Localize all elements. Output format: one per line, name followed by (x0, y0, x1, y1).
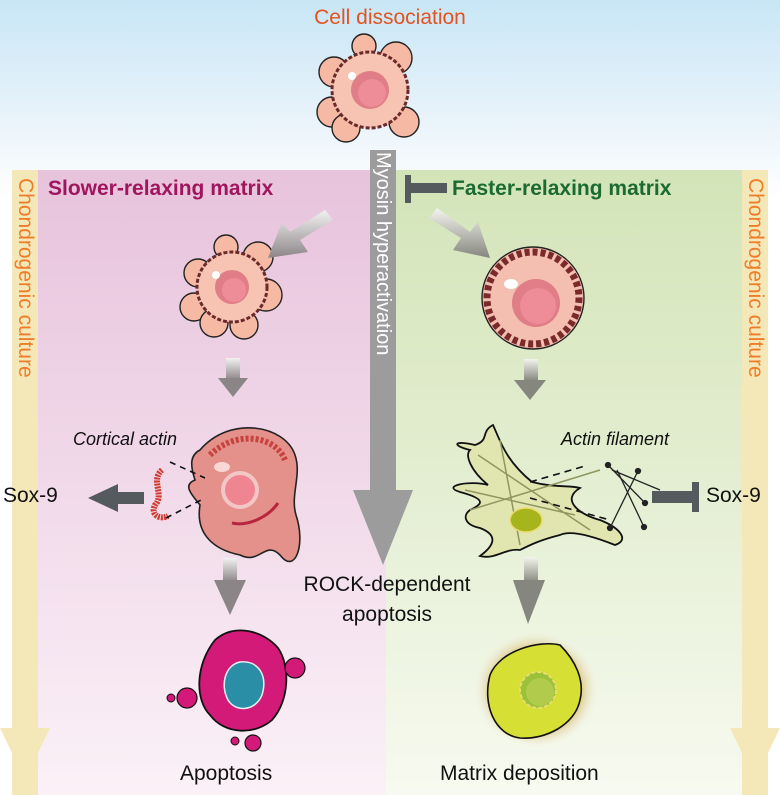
zoom-dashed-line-2 (165, 497, 206, 519)
sox9-label-right: Sox-9 (706, 484, 761, 507)
zoom-dashed-line-3 (529, 465, 586, 483)
arrow-left-1 (218, 358, 248, 397)
myosin-arrow-head (353, 490, 413, 565)
arrow-right-1 (514, 359, 546, 400)
sox9-right-inhibit-bar (692, 482, 699, 512)
matrix-depositing-cell-icon (474, 632, 598, 748)
chondrogenic-culture-label-left: Chondrogenic culture (14, 178, 37, 378)
apoptotic-cell-icon (166, 629, 306, 752)
diagram-title: Cell dissociation (314, 6, 466, 29)
culture-arrow-right-head (730, 728, 780, 780)
myosin-hyperactivation-label: Myosin hyperactivation (372, 152, 394, 356)
rock-dependent-label: ROCK-dependent (303, 573, 471, 596)
chondrogenic-culture-strip-right (742, 170, 768, 795)
myosin-inhibit-bar (405, 175, 411, 203)
sox9-label-left: Sox-9 (3, 484, 58, 507)
chondrogenic-culture-strip-left (12, 170, 38, 795)
actin-filament-label: Actin filament (561, 429, 670, 449)
dissociated-cell-icon (316, 33, 420, 143)
cortical-actin-detail (150, 467, 170, 521)
myosin-hyperactivation-bar (370, 150, 396, 502)
rock-apoptosis-label: apoptosis (342, 603, 432, 626)
blebbing-cell-icon (179, 234, 283, 340)
zoom-dashed-line-4 (529, 497, 611, 521)
matrix-deposition-outcome-label: Matrix deposition (440, 762, 599, 785)
chondrogenic-culture-label-right: Chondrogenic culture (744, 178, 767, 378)
culture-arrow-left-head (0, 728, 50, 780)
arrow-to-fast-cell (429, 208, 490, 258)
sox9-left-arrow-head (88, 484, 118, 512)
cortical-actin-cell-icon (187, 427, 301, 563)
sox9-right-inhibit-shaft (652, 491, 692, 503)
cortical-actin-label: Cortical actin (73, 429, 178, 449)
actin-filament-detail (604, 461, 661, 532)
arrow-left-2 (214, 558, 246, 615)
sox9-left-arrow-shaft (112, 492, 144, 504)
apoptosis-outcome-label: Apoptosis (180, 762, 273, 785)
slower-relaxing-heading: Slower-relaxing matrix (48, 177, 274, 200)
faster-relaxing-heading: Faster-relaxing matrix (452, 177, 672, 200)
spread-cell-icon (452, 423, 624, 558)
round-cell-icon (481, 246, 585, 350)
arrow-right-2 (513, 557, 545, 624)
arrow-to-slow-cell (268, 210, 333, 258)
myosin-inhibit-shaft (411, 183, 447, 193)
